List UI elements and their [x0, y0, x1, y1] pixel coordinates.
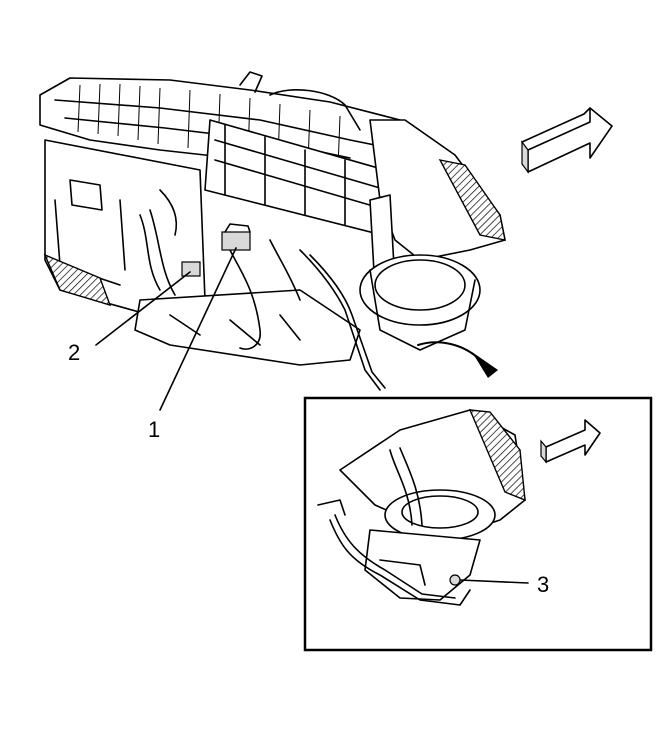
front-direction-arrow-icon — [521, 107, 613, 174]
detail-inset: 3 — [303, 396, 653, 652]
callout-label-1: 1 — [148, 417, 160, 442]
callout-1: 1 — [148, 247, 237, 442]
callout-label-2: 2 — [68, 340, 80, 365]
connector-2 — [181, 261, 201, 277]
curved-detail-arrow-icon — [417, 341, 498, 378]
screw-3 — [449, 574, 461, 586]
callout-label-3: 3 — [537, 572, 549, 597]
callout-2: 2 — [68, 271, 191, 365]
inset-direction-arrow-icon — [540, 419, 601, 464]
module-1 — [221, 231, 251, 251]
hvac-module-assembly — [39, 71, 506, 391]
